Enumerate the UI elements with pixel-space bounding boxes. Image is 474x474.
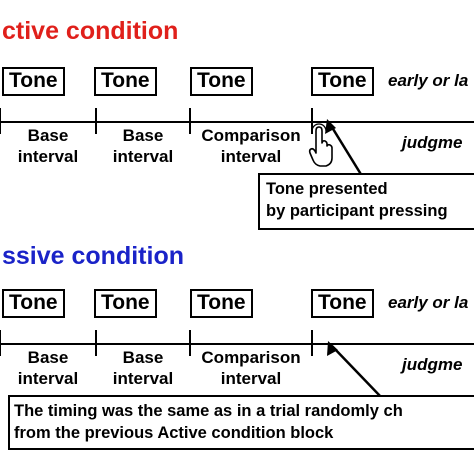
active-condition-title: ctive condition	[2, 17, 179, 45]
active-note-line-1: Tone presented	[266, 180, 388, 198]
passive-tone-2: Tone	[94, 289, 157, 318]
passive-note-line-1: The timing was the same as in a trial ra…	[14, 402, 403, 420]
active-note-arrowhead	[325, 119, 336, 134]
active-judgment-label: judgme	[402, 133, 463, 152]
passive-note-arrowhead	[327, 341, 338, 356]
active-note-box: Tone presented by participant pressing	[258, 173, 474, 230]
active-tone-3: Tone	[190, 67, 253, 96]
passive-tone-3: Tone	[190, 289, 253, 318]
passive-tone-4: Tone	[311, 289, 374, 318]
active-early-late-label: early or la	[388, 71, 469, 90]
active-tone-2: Tone	[94, 67, 157, 96]
passive-note-line-2: from the previous Active condition block	[14, 424, 334, 442]
passive-judgment-label: judgme	[402, 355, 463, 374]
passive-early-late-label: early or la	[388, 293, 469, 312]
passive-tone-1: Tone	[2, 289, 65, 318]
passive-note-box: The timing was the same as in a trial ra…	[8, 395, 474, 450]
passive-note-arrow	[331, 345, 383, 399]
hand-pointer-icon	[308, 123, 333, 167]
active-tone-1: Tone	[2, 67, 65, 96]
active-note-arrow	[328, 123, 364, 177]
active-note-line-2: by participant pressing	[266, 202, 448, 220]
passive-condition-title: ssive condition	[2, 242, 184, 270]
active-tone-4: Tone	[311, 67, 374, 96]
